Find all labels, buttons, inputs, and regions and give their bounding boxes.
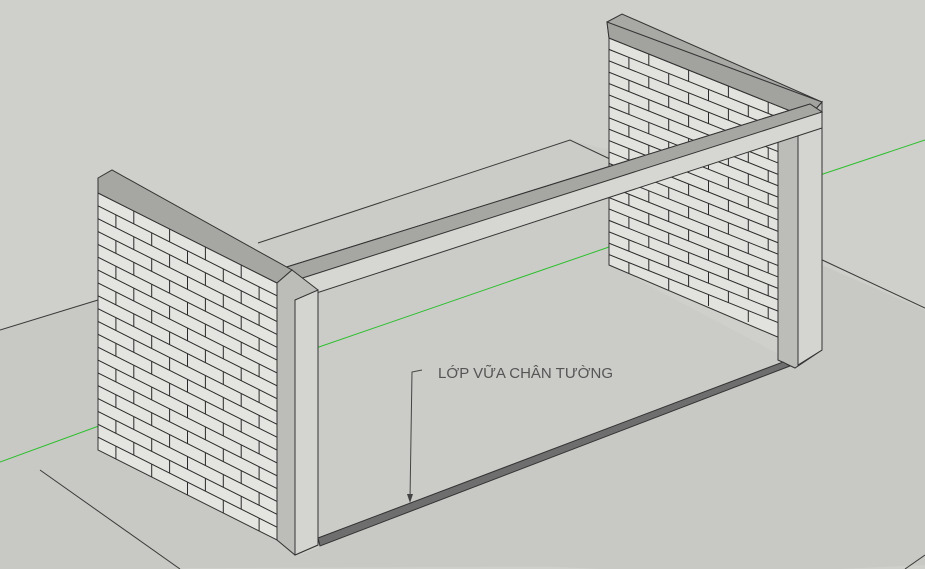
callout[interactable]: LỚP VỮA CHÂN TƯỜNG [407, 365, 613, 503]
callout-arrowhead [407, 494, 413, 503]
ground-plane-right [300, 260, 925, 569]
brick-bed-joint [609, 83, 808, 165]
mortar-layer[interactable] [317, 361, 792, 547]
ground-edge-right [817, 257, 925, 309]
callout-leader-line [409, 369, 423, 501]
ground-edge-left [0, 299, 99, 331]
green-axis-right [819, 139, 925, 176]
front-column-face [294, 289, 319, 556]
green-axis-middle [315, 245, 613, 349]
floor-back-edge [257, 139, 613, 244]
right-column-face [797, 117, 823, 366]
ground-edge-corner [904, 554, 925, 569]
callout-text: LỚP VỮA CHÂN TƯỜNG [438, 365, 613, 382]
green-axis-left [0, 422, 108, 463]
ground-edge-front [39, 469, 181, 569]
